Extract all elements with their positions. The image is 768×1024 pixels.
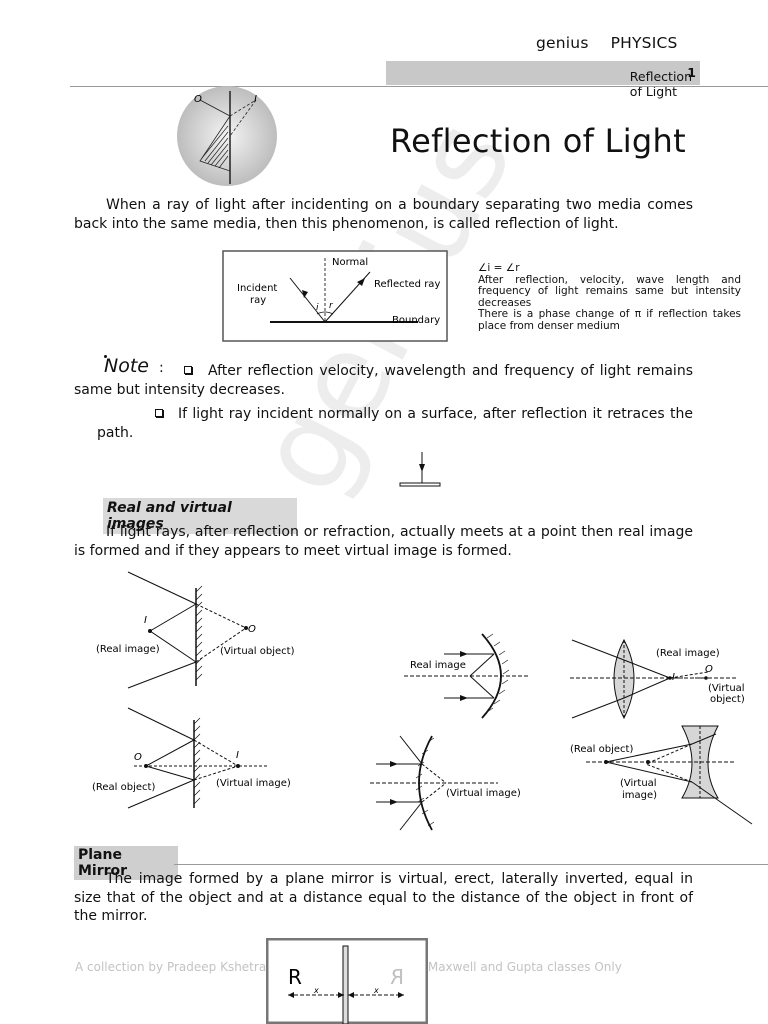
header-rule: [70, 86, 768, 87]
brand-physics: PHYSICS: [610, 34, 678, 52]
d2-real-object: (Real object): [92, 782, 155, 793]
equation: ∠i = ∠r: [478, 262, 520, 274]
logo-o-label: O: [194, 94, 202, 105]
boundary-label: Boundary: [392, 315, 440, 326]
d4-real-image: (Real image): [656, 648, 720, 659]
section-rule: [174, 864, 768, 865]
object-letter: R: [288, 965, 302, 989]
checkbox-square-icon: [155, 409, 163, 417]
d4-i: I: [672, 672, 675, 683]
header-brand: genius PHYSICS: [536, 34, 678, 52]
d1-i: I: [144, 615, 147, 626]
note-line2: There is a phase change of π if reflecti…: [478, 308, 741, 332]
brand-genius: genius: [536, 34, 589, 52]
d2-i: I: [236, 750, 239, 761]
reflection-diagram: Normal Incident ray Reflected ray Bounda…: [222, 250, 448, 342]
note-heading: Note :: [104, 355, 164, 377]
chapter-bar: Reflection of Light 1: [386, 61, 700, 99]
convex-lens-diagram: (Real image) I O (Virtual object): [570, 638, 745, 720]
plane-mirror-heading: Plane Mirror: [74, 846, 178, 880]
d4-o: O: [705, 664, 713, 675]
ray-label: ray: [250, 295, 266, 306]
d2-virtual-image: (Virtual image): [216, 778, 291, 789]
page-number: 1: [687, 65, 696, 80]
d5-virtual-image: (Virtual image): [446, 788, 521, 799]
retrace-diagram: [399, 452, 441, 487]
normal-label: Normal: [332, 257, 368, 268]
concave-mirror-diagram: Real image: [404, 633, 530, 719]
convex-mirror-diagram: (Virtual image): [370, 735, 521, 831]
i-label: i: [316, 303, 319, 313]
mirror-real-image-diagram: I O (Real image) (Virtual object): [96, 571, 295, 689]
title-logo-icon: O I: [177, 86, 277, 186]
note-item-2: If light ray incident normally on a surf…: [97, 405, 693, 442]
d1-virtual-object: (Virtual object): [220, 646, 295, 657]
d4-object: object): [710, 694, 745, 705]
note-label: Note: [104, 355, 149, 377]
note-item2-text: If light ray incident normally on a surf…: [97, 406, 693, 441]
d1-real-image: (Real image): [96, 644, 160, 655]
d6-real-object: (Real object): [570, 744, 633, 755]
real-virtual-heading: Real and virtual images: [103, 498, 297, 534]
checkbox-square-icon: [184, 366, 192, 374]
concave-lens-diagram: (Real object) (Virtual image): [570, 725, 753, 825]
real-virtual-text: If light rays, after reflection or refra…: [74, 524, 693, 559]
d6-virtual: (Virtual: [620, 778, 657, 789]
x-label-left: x: [313, 986, 319, 995]
mirror-virtual-image-diagram: O I (Real object) (Virtual image): [92, 707, 291, 809]
d6-image: image): [622, 790, 657, 801]
d4-virtual: (Virtual: [708, 683, 745, 694]
incident-label: Incident: [237, 283, 277, 294]
fig1-notes: ∠i = ∠r After reflection, velocity, wave…: [478, 262, 741, 332]
image-letter: R: [390, 965, 404, 989]
d1-o: O: [248, 624, 256, 635]
d2-o: O: [134, 752, 142, 763]
page-title: Reflection of Light: [390, 122, 686, 160]
r-label: r: [329, 301, 334, 311]
note-line1: After reflection, velocity, wave length …: [478, 273, 741, 309]
chapter-label: Reflection of Light: [629, 69, 692, 99]
note-item-1: After reflection velocity, wavelength an…: [74, 362, 693, 399]
intro-paragraph: When a ray of light after incidenting on…: [74, 197, 693, 232]
incident-ray: [289, 277, 326, 323]
plane-mirror-letter-diagram: R R x x: [266, 938, 428, 1024]
plane-mirror-text: The image formed by a plane mirror is vi…: [74, 871, 693, 924]
note-colon: :: [159, 360, 164, 376]
reflected-label: Reflected ray: [374, 279, 440, 290]
note-item1-text: After reflection velocity, wavelength an…: [74, 363, 693, 398]
d3-real-image: Real image: [410, 660, 466, 671]
logo-i-label: I: [254, 94, 257, 105]
x-label-right: x: [373, 986, 379, 995]
